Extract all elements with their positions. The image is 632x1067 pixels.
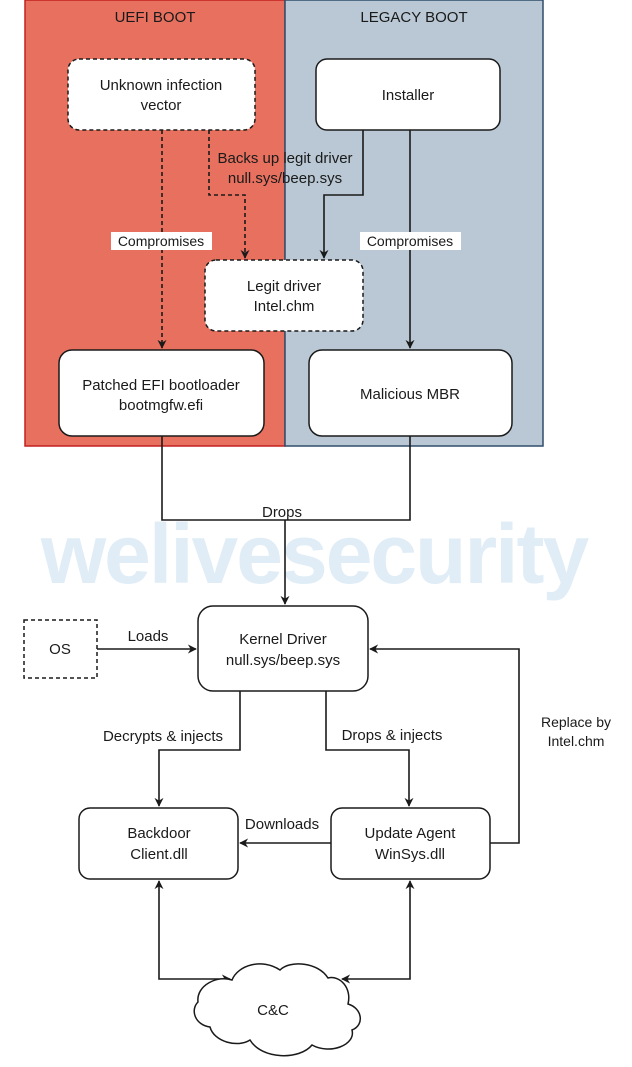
svg-text:Installer: Installer [382, 87, 435, 104]
svg-text:WinSys.dll: WinSys.dll [375, 846, 445, 863]
label-compromises-legacy: Compromises [367, 233, 453, 249]
label-replace-by-line1: Replace by [541, 714, 611, 730]
label-compromises-uefi: Compromises [118, 233, 204, 249]
edge-drops-efi [161, 436, 411, 521]
node-os: OS [23, 619, 98, 679]
svg-text:Client.dll: Client.dll [130, 846, 188, 863]
svg-text:Patched EFI bootloader: Patched EFI bootloader [82, 377, 240, 394]
label-bg [360, 232, 461, 250]
svg-text:bootmgfw.efi: bootmgfw.efi [119, 397, 203, 414]
legacy-boot-title: LEGACY BOOT [360, 9, 467, 26]
label-bg [111, 232, 212, 250]
edge-decrypts-injects [154, 691, 241, 807]
label-decrypts-injects: Decrypts & injects [103, 728, 223, 745]
label-drops-injects: Drops & injects [342, 727, 443, 744]
welivesecurity-watermark: welivesecurity [40, 507, 590, 601]
node-update-agent: Update Agent WinSys.dll [330, 807, 491, 880]
svg-text:Legit driver: Legit driver [247, 278, 321, 295]
label-loads: Loads [128, 628, 169, 645]
node-backdoor: Backdoor Client.dll [78, 807, 239, 880]
label-backs-up-line2: null.sys/beep.sys [228, 170, 342, 187]
node-unknown-infection-vector: Unknown infection vector [67, 58, 256, 131]
node-patched-efi-bootloader: Patched EFI bootloader bootmgfw.efi [58, 349, 265, 437]
uefi-boot-title: UEFI BOOT [115, 9, 196, 26]
svg-text:Malicious MBR: Malicious MBR [360, 386, 460, 403]
edge-backdoor-cnc [154, 880, 231, 984]
edge-update-agent-cnc [341, 880, 415, 984]
svg-text:Unknown infection: Unknown infection [100, 77, 223, 94]
label-drops: Drops [262, 504, 302, 521]
node-kernel-driver: Kernel Driver null.sys/beep.sys [197, 605, 369, 692]
svg-text:Backdoor: Backdoor [127, 825, 190, 842]
svg-text:C&C: C&C [257, 1002, 289, 1019]
svg-text:Update Agent: Update Agent [365, 825, 457, 842]
svg-text:Kernel Driver: Kernel Driver [239, 631, 327, 648]
node-legit-driver: Legit driver Intel.chm [204, 259, 364, 332]
label-backs-up-line1: Backs up legit driver [217, 150, 352, 167]
edge-replace-by-intel-chm [369, 644, 520, 844]
svg-text:OS: OS [49, 641, 71, 658]
node-installer: Installer [315, 58, 501, 131]
node-malicious-mbr: Malicious MBR [308, 349, 513, 437]
svg-text:null.sys/beep.sys: null.sys/beep.sys [226, 652, 340, 669]
svg-text:vector: vector [141, 97, 182, 114]
label-downloads: Downloads [245, 816, 319, 833]
edge-drops-injects [325, 691, 414, 807]
label-replace-by-line2: Intel.chm [548, 733, 605, 749]
node-cnc-cloud: C&C [193, 963, 361, 1057]
edge-installer-to-legit-driver [319, 130, 364, 259]
svg-text:Intel.chm: Intel.chm [254, 298, 315, 315]
